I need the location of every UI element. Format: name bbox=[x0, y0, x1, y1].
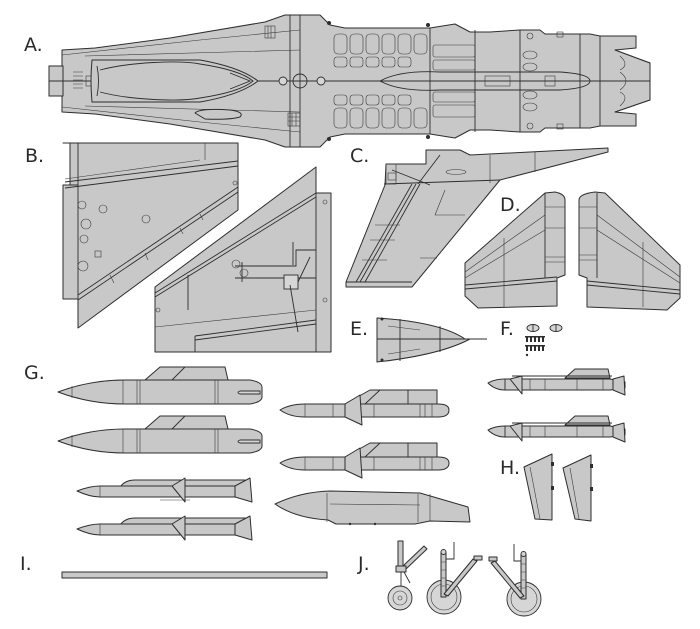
label-h: H. bbox=[500, 457, 520, 479]
label-f: F. bbox=[500, 318, 514, 340]
vertical-tail bbox=[345, 147, 609, 288]
label-a: A. bbox=[24, 34, 43, 56]
pitot-rod bbox=[61, 571, 328, 579]
label-j: J. bbox=[358, 553, 370, 575]
main-gear-right bbox=[488, 544, 542, 617]
fuselage-top-view bbox=[48, 14, 651, 148]
external-stores bbox=[57, 366, 626, 541]
pitot-rod-shape bbox=[61, 571, 328, 579]
pod-store bbox=[274, 490, 471, 526]
missile-asm-2 bbox=[279, 442, 450, 479]
stabilizer-left bbox=[464, 191, 566, 309]
label-b: B. bbox=[25, 145, 45, 167]
missile-aam-1 bbox=[487, 368, 626, 396]
missile-aam-2 bbox=[487, 415, 626, 443]
missile-long-2 bbox=[76, 515, 253, 541]
fuel-tank-1 bbox=[57, 366, 263, 405]
exhaust-nozzle bbox=[614, 49, 651, 113]
small-parts bbox=[525, 324, 563, 357]
main-wing-panels bbox=[62, 142, 332, 353]
landing-gear bbox=[387, 540, 542, 617]
missile-long-1 bbox=[76, 477, 253, 503]
label-g: G. bbox=[24, 362, 45, 384]
ventral-fin bbox=[376, 317, 487, 363]
label-d: D. bbox=[500, 194, 521, 216]
fuselage-panels bbox=[333, 33, 428, 129]
label-e: E. bbox=[350, 318, 369, 340]
label-c: C. bbox=[350, 145, 370, 167]
main-gear-left bbox=[426, 542, 483, 615]
horizontal-stabilizers bbox=[464, 191, 681, 311]
wing-panel-right bbox=[154, 166, 332, 353]
label-i: I. bbox=[20, 553, 32, 575]
ventral-fin-shape bbox=[376, 317, 471, 363]
missile-asm-1 bbox=[279, 389, 450, 426]
fuel-tank-2 bbox=[57, 415, 263, 454]
small-part-pins bbox=[525, 336, 545, 357]
gear-door-right bbox=[562, 454, 592, 522]
nose-gear bbox=[387, 540, 428, 611]
gear-doors bbox=[523, 453, 593, 522]
